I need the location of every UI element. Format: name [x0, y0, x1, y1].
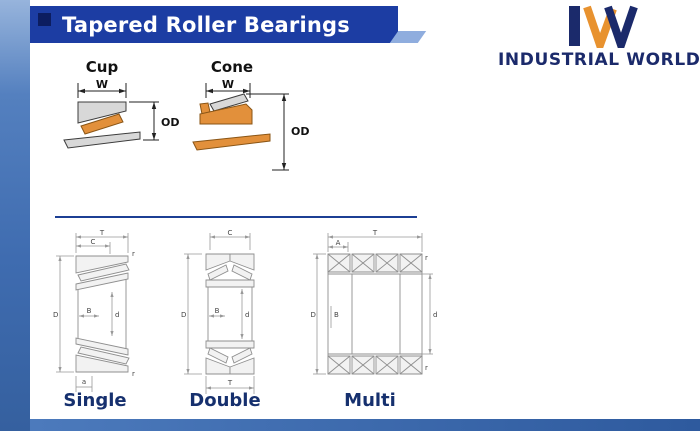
cone-inner-ring	[199, 103, 253, 125]
banner-step-decoration	[389, 31, 427, 43]
cone-w-dimension: W	[205, 78, 251, 98]
multi-T-dimension: T	[327, 229, 423, 252]
cup-od-label: OD	[161, 116, 179, 129]
single-B-dimension: B	[79, 307, 99, 318]
cone-lower-section	[192, 133, 271, 151]
single-section-shapes	[75, 255, 130, 373]
double-B-label: B	[215, 307, 220, 315]
single-r-label-bottom: r	[132, 370, 135, 378]
multi-A-label: A	[336, 239, 341, 247]
bottom-accent-bar	[30, 419, 700, 431]
single-r-label-top: r	[132, 250, 135, 258]
cup-lower-section	[63, 131, 141, 149]
single-D-dimension: D	[53, 255, 74, 373]
caption-double: Double	[189, 390, 261, 411]
multi-D-dimension: D	[311, 253, 326, 375]
double-d-label: d	[245, 311, 249, 319]
caption-single: Single	[63, 390, 127, 411]
cup-diagram: W OD	[63, 78, 179, 149]
multi-r-label-bottom: r	[425, 364, 428, 372]
cup-title: Cup	[85, 58, 119, 76]
cone-figure: Cone W OD	[188, 58, 328, 194]
cone-title: Cone	[210, 58, 254, 76]
cone-roller	[209, 93, 249, 112]
page-title: Tapered Roller Bearings	[62, 12, 350, 37]
single-bearing-figure: T C D	[52, 229, 172, 402]
multi-B-label: B	[334, 311, 339, 319]
multi-r-label-top: r	[425, 254, 428, 262]
logo-letter-i	[569, 6, 580, 46]
double-T-label: T	[227, 379, 233, 387]
cone-w-label: W	[222, 78, 234, 91]
multi-section-shapes	[327, 253, 423, 375]
multi-B-dimension: B	[330, 306, 339, 328]
single-T-label: T	[99, 230, 105, 237]
double-bearing-figure: C D B	[180, 229, 300, 402]
iw-logo-icon	[569, 5, 638, 48]
single-d-label: d	[115, 311, 119, 319]
cone-diagram: W OD	[192, 78, 309, 171]
cup-roller	[80, 113, 124, 135]
single-d-dimension: d	[110, 292, 119, 336]
cup-w-label: W	[96, 78, 108, 91]
single-bearing-diagram: T C D	[53, 229, 135, 392]
double-C-label: C	[228, 230, 233, 237]
multi-A-dimension: A	[328, 239, 349, 252]
double-T-dimension: T	[205, 376, 255, 394]
single-a-dimension: a	[75, 376, 93, 392]
multi-D-label: D	[311, 311, 316, 319]
double-C-dimension: C	[209, 229, 251, 250]
header-banner: Tapered Roller Bearings	[30, 6, 398, 43]
left-accent-strip	[0, 0, 30, 431]
cup-outer-ring	[77, 101, 127, 124]
single-a-label: a	[82, 378, 86, 386]
single-C-label: C	[91, 238, 96, 246]
cone-od-dimension: OD	[246, 93, 309, 171]
double-section-shapes	[205, 253, 255, 375]
multi-bearing-diagram: T A	[311, 229, 437, 375]
header-accent-square	[38, 13, 51, 26]
multi-bearing-figure: T A	[310, 229, 440, 402]
multi-d-dimension: d	[422, 273, 437, 355]
single-T-dimension: T	[75, 229, 129, 253]
cup-od-dimension: OD	[129, 101, 179, 141]
double-d-dimension: d	[240, 289, 249, 339]
double-D-label: D	[181, 311, 186, 319]
double-bearing-diagram: C D B	[181, 229, 255, 394]
single-D-label: D	[53, 311, 58, 319]
section-divider	[55, 216, 417, 218]
double-D-dimension: D	[181, 253, 202, 375]
caption-multi: Multi	[344, 390, 396, 411]
multi-T-label: T	[372, 230, 378, 237]
logo-letter-w-navy	[604, 5, 638, 48]
company-logo: INDUSTRIAL WORLD	[498, 4, 700, 70]
cone-od-label: OD	[291, 125, 309, 138]
single-B-label: B	[87, 307, 92, 315]
cup-figure: Cup W OD	[58, 58, 198, 194]
single-C-dimension: C	[76, 238, 111, 254]
logo-text: INDUSTRIAL WORLD	[498, 50, 700, 70]
double-B-dimension: B	[209, 307, 225, 318]
multi-d-label: d	[433, 311, 437, 319]
cup-w-dimension: W	[77, 78, 127, 98]
